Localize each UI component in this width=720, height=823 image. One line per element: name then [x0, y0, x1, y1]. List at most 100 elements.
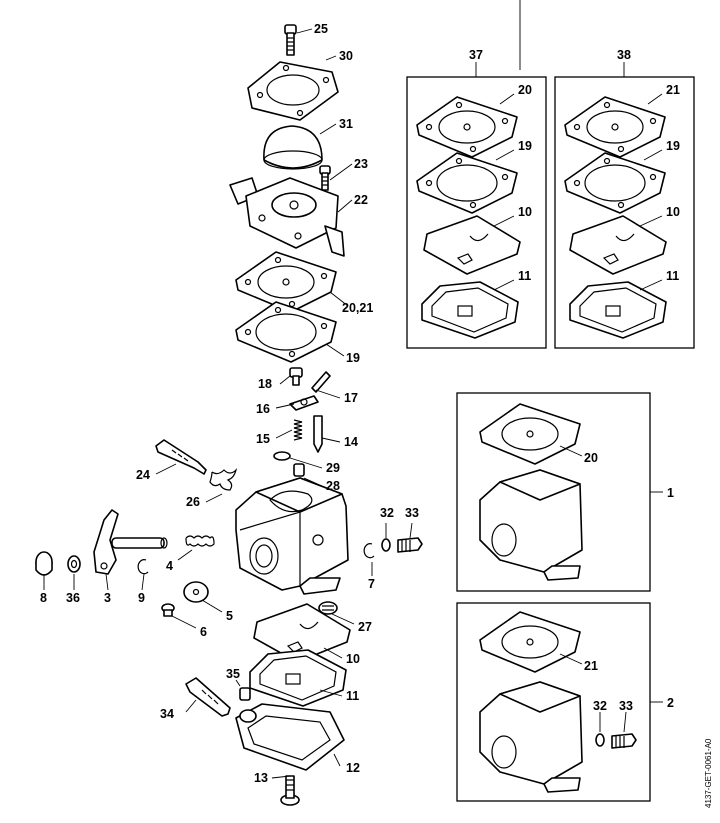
callout-27: 27	[358, 620, 372, 634]
kit-2-carburetor	[479, 681, 583, 793]
sleeve-part-8	[35, 551, 53, 576]
callout-33: 33	[405, 506, 419, 520]
screw-part-18	[289, 367, 303, 386]
callout-34: 34	[160, 707, 174, 721]
leader-lines	[43, 0, 663, 779]
callout-kit37-10: 10	[518, 205, 532, 219]
callout-kit2-21: 21	[584, 659, 598, 673]
throttle-valve-part-5	[183, 581, 209, 603]
screw-part-23	[319, 165, 331, 191]
callout-19: 19	[346, 351, 360, 365]
gasket-part-19-kit38	[564, 152, 666, 214]
primer-bulb-part-31	[263, 125, 323, 170]
plug-part-29	[273, 451, 291, 461]
washer-part-32	[381, 538, 391, 552]
pump-diaphragm-part-21-kit38	[564, 96, 666, 158]
callout-kit2-33: 33	[619, 699, 633, 713]
callout-10: 10	[346, 652, 360, 666]
pump-diaphragm-part-20-21	[235, 251, 337, 313]
washer-part-36	[67, 555, 81, 573]
spring-part-15	[293, 419, 303, 441]
metering-diaphragm-part-10-kit38	[569, 215, 667, 275]
callout-15: 15	[256, 432, 270, 446]
callout-35: 35	[226, 667, 240, 681]
callout-kit1-20: 20	[584, 451, 598, 465]
plug-part-28	[293, 463, 305, 477]
metering-diaphragm-part-10	[253, 603, 351, 663]
callout-kit38-21: 21	[666, 83, 680, 97]
gasket-part-11-kit38	[569, 281, 667, 339]
kit-2-screw-33	[611, 733, 637, 749]
callout-23: 23	[354, 157, 368, 171]
callout-16: 16	[256, 402, 270, 416]
callout-22: 22	[354, 193, 368, 207]
kit-1-diaphragm	[479, 403, 581, 465]
cover-part-30	[247, 61, 339, 121]
gasket-part-11-kit37	[421, 281, 519, 339]
adjusting-screw-part-24	[155, 439, 207, 475]
kit-box-2	[456, 602, 663, 802]
callout-9: 9	[138, 591, 145, 605]
drawing-code: 4137-GET-0061-A0	[704, 738, 713, 808]
pump-housing-part-22	[229, 177, 345, 257]
callout-18: 18	[258, 377, 272, 391]
callout-kit37-20: 20	[518, 83, 532, 97]
callout-36: 36	[66, 591, 80, 605]
screw-part-34	[185, 677, 231, 717]
carburetor-body	[235, 477, 349, 595]
screw-part-25	[284, 24, 297, 56]
callout-3: 3	[104, 591, 111, 605]
kit-2-diaphragm	[479, 611, 581, 673]
callout-2: 2	[667, 696, 674, 710]
callout-7: 7	[368, 577, 375, 591]
gasket-part-11	[249, 649, 347, 707]
callout-labels: 25 30 31 23 22 20,21 19 18 17 16 15 14 2…	[40, 22, 680, 785]
lever-part-16	[289, 395, 319, 411]
callout-26: 26	[186, 495, 200, 509]
metering-diaphragm-part-10-kit37	[423, 215, 521, 275]
callout-32: 32	[380, 506, 394, 520]
strainer-part-27	[318, 601, 338, 615]
kit-1-carburetor	[479, 469, 583, 581]
screw-part-6	[161, 603, 175, 617]
callout-30: 30	[339, 49, 353, 63]
pin-part-17	[311, 371, 331, 393]
callout-25: 25	[314, 22, 328, 36]
callout-kit2-32: 32	[593, 699, 607, 713]
callout-kit38-19: 19	[666, 139, 680, 153]
callout-6: 6	[200, 625, 207, 639]
callout-37: 37	[469, 48, 483, 62]
kit-2-washer-32	[595, 733, 605, 747]
callout-14: 14	[344, 435, 358, 449]
throttle-shaft-part-3	[93, 509, 168, 575]
spring-part-4	[185, 535, 215, 547]
kit-box-1	[456, 392, 663, 592]
callout-11: 11	[346, 689, 359, 703]
callout-28: 28	[326, 479, 340, 493]
callout-13: 13	[254, 771, 268, 785]
kit-box-37	[406, 62, 547, 349]
pump-diaphragm-part-20-kit37	[416, 96, 518, 158]
callout-31: 31	[339, 117, 353, 131]
callout-17: 17	[344, 391, 358, 405]
callout-kit37-19: 19	[518, 139, 532, 153]
inlet-needle-part-14	[313, 415, 323, 453]
screw-part-33	[397, 537, 423, 553]
callout-kit38-11: 11	[666, 269, 679, 283]
callout-5: 5	[226, 609, 233, 623]
gasket-part-19	[235, 301, 337, 363]
plug-part-35	[239, 687, 251, 701]
callout-12: 12	[346, 761, 360, 775]
callout-38: 38	[617, 48, 631, 62]
callout-4: 4	[166, 559, 173, 573]
circlip-part-7	[363, 543, 375, 559]
gasket-part-19-kit37	[416, 152, 518, 214]
screw-part-13	[280, 775, 300, 806]
callout-1: 1	[667, 486, 674, 500]
end-cover-part-12	[235, 703, 345, 771]
callout-24: 24	[136, 468, 150, 482]
spring-part-26	[209, 468, 238, 491]
callout-29: 29	[326, 461, 340, 475]
